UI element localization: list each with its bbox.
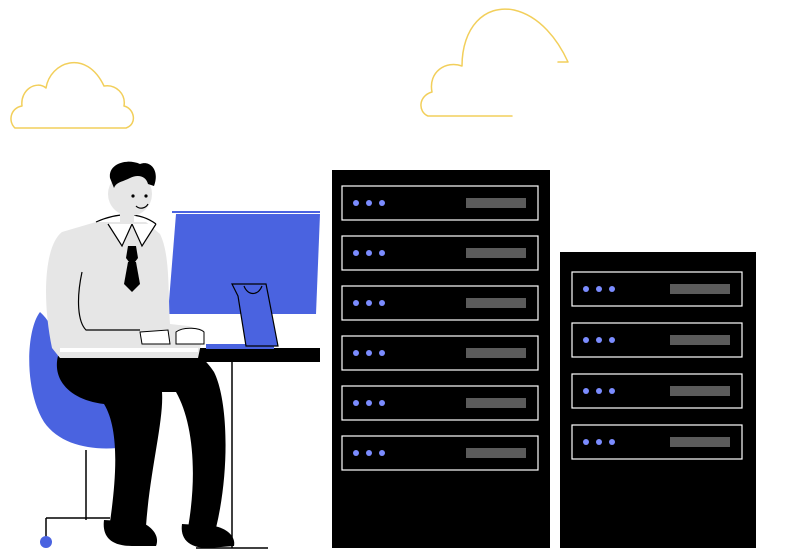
drive-bay bbox=[466, 348, 526, 358]
status-led bbox=[353, 200, 359, 206]
server-unit-frame bbox=[341, 385, 539, 421]
status-led bbox=[353, 250, 359, 256]
status-led bbox=[379, 350, 385, 356]
status-led bbox=[379, 450, 385, 456]
server-unit-frame bbox=[571, 271, 743, 307]
status-led bbox=[596, 388, 602, 394]
server-unit-frame bbox=[341, 285, 539, 321]
cloud-icon bbox=[420, 8, 569, 117]
status-led bbox=[366, 400, 372, 406]
drive-bay bbox=[466, 398, 526, 408]
status-led bbox=[366, 450, 372, 456]
status-led bbox=[366, 250, 372, 256]
server-unit-frame bbox=[571, 373, 743, 409]
status-led bbox=[366, 350, 372, 356]
status-led bbox=[596, 286, 602, 292]
server-unit bbox=[571, 424, 743, 460]
server-unit-frame bbox=[341, 335, 539, 371]
server-unit bbox=[571, 373, 743, 409]
status-led bbox=[379, 300, 385, 306]
server-racks bbox=[332, 170, 756, 548]
status-led bbox=[366, 200, 372, 206]
status-led bbox=[609, 388, 615, 394]
status-led bbox=[583, 388, 589, 394]
status-led bbox=[353, 350, 359, 356]
status-led bbox=[609, 439, 615, 445]
drive-bay bbox=[466, 298, 526, 308]
server-unit-frame bbox=[341, 235, 539, 271]
drive-bay bbox=[466, 198, 526, 208]
rack-cabinet bbox=[560, 252, 756, 548]
status-led bbox=[596, 439, 602, 445]
server-unit bbox=[341, 185, 539, 221]
rack-cabinet bbox=[332, 170, 550, 548]
drive-bay bbox=[466, 248, 526, 258]
drive-bay bbox=[670, 284, 730, 294]
cloud-icon bbox=[10, 61, 135, 129]
server-unit bbox=[341, 335, 539, 371]
server-unit bbox=[571, 322, 743, 358]
drive-bay bbox=[670, 335, 730, 345]
server-unit bbox=[341, 385, 539, 421]
person bbox=[46, 161, 235, 548]
status-led bbox=[596, 337, 602, 343]
server-unit-frame bbox=[341, 435, 539, 471]
drive-bay bbox=[670, 386, 730, 396]
server-rack bbox=[560, 252, 756, 548]
monitor-icon bbox=[168, 211, 320, 347]
status-led bbox=[353, 400, 359, 406]
status-led bbox=[366, 300, 372, 306]
status-led bbox=[583, 337, 589, 343]
status-led bbox=[353, 300, 359, 306]
status-led bbox=[583, 286, 589, 292]
status-led bbox=[609, 337, 615, 343]
status-led bbox=[379, 250, 385, 256]
server-unit bbox=[341, 435, 539, 471]
server-unit-frame bbox=[571, 424, 743, 460]
server-unit-frame bbox=[571, 322, 743, 358]
server-unit-frame bbox=[341, 185, 539, 221]
server-unit bbox=[571, 271, 743, 307]
status-led bbox=[583, 439, 589, 445]
server-unit bbox=[341, 285, 539, 321]
status-led bbox=[379, 400, 385, 406]
status-led bbox=[379, 200, 385, 206]
status-led bbox=[609, 286, 615, 292]
server-rack bbox=[332, 170, 550, 548]
drive-bay bbox=[466, 448, 526, 458]
drive-bay bbox=[670, 437, 730, 447]
server-unit bbox=[341, 235, 539, 271]
status-led bbox=[353, 450, 359, 456]
